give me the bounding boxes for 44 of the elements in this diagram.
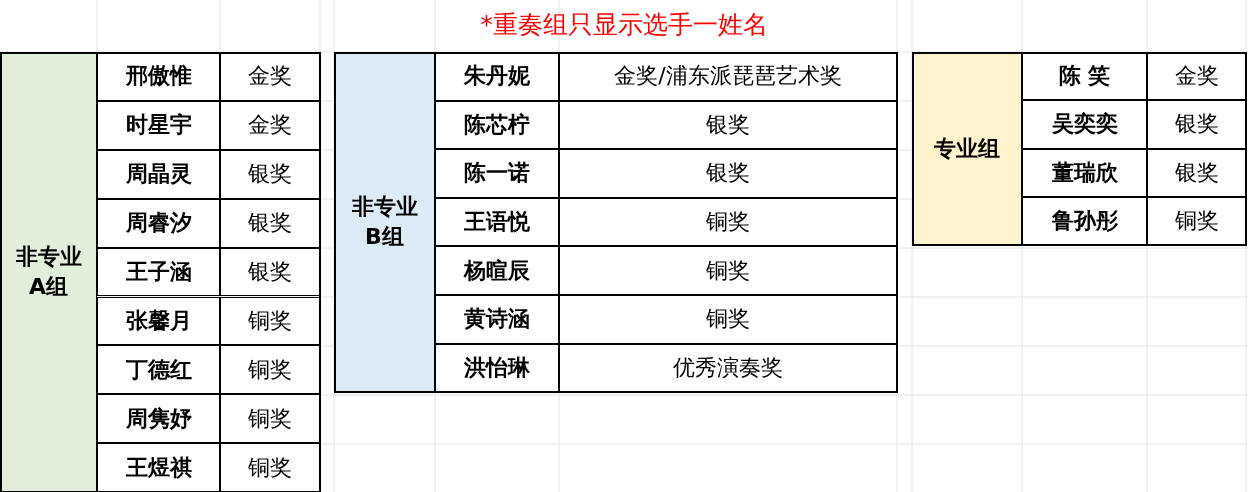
award-text: 金奖	[220, 52, 320, 101]
contestant-name: 周睿汐	[97, 198, 220, 248]
award-text: 银奖	[559, 100, 897, 150]
award-text: 铜奖	[559, 295, 897, 344]
contestant-name: 黄诗涵	[435, 295, 559, 344]
contestant-name: 王煜祺	[97, 443, 220, 492]
award-text: 银奖	[1147, 100, 1246, 149]
contestant-name: 陈 笑	[1022, 52, 1147, 101]
contestant-name: 丁德红	[97, 345, 220, 395]
award-text: 铜奖	[220, 443, 320, 492]
contestant-name: 陈芯柠	[435, 100, 559, 150]
award-text: 金奖/浦东派琵琶艺术奖	[559, 52, 897, 101]
award-text: 金奖	[1147, 52, 1246, 101]
contestant-name: 张馨月	[97, 296, 220, 346]
group-header: 非专业B组	[334, 52, 435, 393]
award-text: 银奖	[559, 149, 897, 198]
award-text: 铜奖	[559, 197, 897, 247]
contestant-name: 王子涵	[97, 247, 220, 297]
contestant-name: 时星宇	[97, 100, 220, 150]
contestant-name: 陈一诺	[435, 149, 559, 198]
contestant-name: 周隽妤	[97, 394, 220, 444]
contestant-name: 杨暄辰	[435, 246, 559, 295]
award-text: 银奖	[220, 247, 320, 297]
award-text: 铜奖	[559, 246, 897, 295]
contestant-name: 董瑞欣	[1022, 148, 1147, 197]
award-text: 铜奖	[1147, 196, 1246, 246]
award-text: 银奖	[220, 149, 320, 199]
contestant-name: 王语悦	[435, 197, 559, 247]
contestant-name: 洪怡琳	[435, 343, 559, 393]
contestant-name: 周晶灵	[97, 149, 220, 199]
award-text: 银奖	[220, 198, 320, 248]
award-text: 金奖	[220, 100, 320, 150]
award-text: 优秀演奏奖	[559, 343, 897, 393]
contestant-name: 吴奕奕	[1022, 100, 1147, 149]
group-header: 非专业A组	[0, 52, 97, 492]
award-text: 铜奖	[220, 296, 320, 346]
title-text: *重奏组只显示选手一姓名	[479, 9, 769, 41]
award-text: 铜奖	[220, 394, 320, 444]
contestant-name: 朱丹妮	[435, 52, 559, 101]
contestant-name: 邢傲惟	[97, 52, 220, 101]
award-text: 银奖	[1147, 148, 1246, 197]
group-header: 专业组	[912, 52, 1022, 246]
award-text: 铜奖	[220, 345, 320, 395]
contestant-name: 鲁孙彤	[1022, 196, 1147, 246]
